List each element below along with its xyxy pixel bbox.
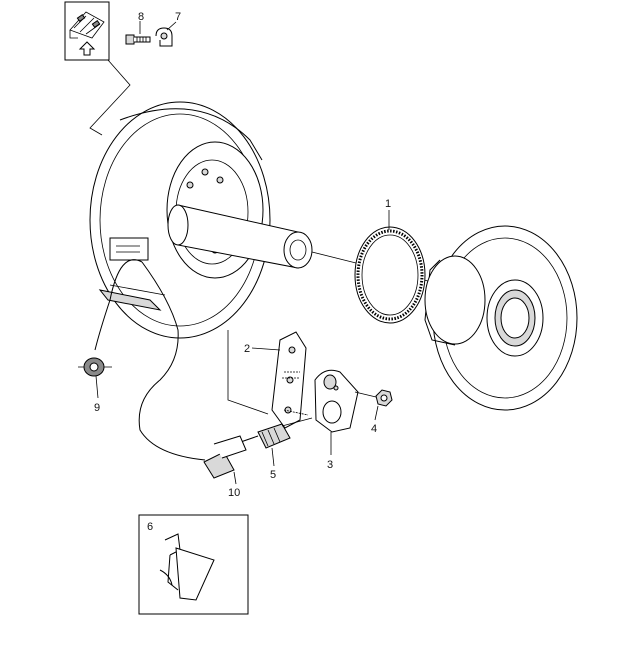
callout-2: 2	[244, 343, 250, 355]
callout-5: 5	[270, 469, 276, 481]
callout-4: 4	[371, 423, 377, 435]
callout-1: 1	[385, 198, 391, 210]
callout-7: 7	[175, 11, 181, 23]
screw	[125, 34, 151, 45]
nut	[375, 389, 393, 407]
up-arrow-icon	[78, 41, 96, 56]
sensor-bracket	[271, 331, 309, 429]
callout-3: 3	[327, 459, 333, 471]
callout-10: 10	[228, 487, 240, 499]
clamp	[155, 27, 173, 47]
cable-clip-inset	[138, 514, 249, 615]
sensor-holder	[314, 369, 359, 433]
callout-6: 6	[147, 521, 153, 533]
cable-clip	[159, 533, 215, 601]
callout-8: 8	[138, 11, 144, 23]
callout-9: 9	[94, 402, 100, 414]
grommet	[78, 357, 112, 377]
orientation-inset	[64, 1, 110, 61]
wheel-speed-sensor	[257, 417, 313, 449]
sensor-connector	[203, 435, 247, 479]
vehicle-orientation-icon	[69, 11, 105, 39]
axle-shaft	[167, 204, 433, 283]
wheel-hub	[424, 225, 578, 411]
abs-tone-ring	[354, 226, 426, 324]
